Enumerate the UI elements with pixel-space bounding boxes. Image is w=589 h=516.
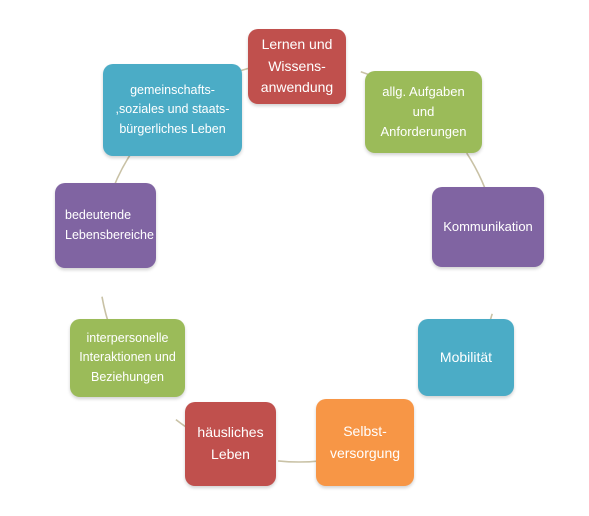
node-haeusliches-leben: häusliches Leben [185,402,276,486]
node-gemeinschafts-soziales-leben: gemeinschafts- ,soziales und staats- bür… [103,64,242,156]
node-lernen-und-wissensanwendung: Lernen und Wissens- anwendung [248,29,346,104]
node-label: bedeutende Lebensbereiche [65,208,154,242]
node-selbstversorgung: Selbst- versorgung [316,399,414,486]
node-label: Kommunikation [443,218,533,234]
node-mobilitaet: Mobilität [418,319,514,396]
node-label: Lernen und Wissens- anwendung [260,35,334,96]
node-label: häusliches Leben [197,424,264,462]
connector-arc [278,460,320,463]
node-bedeutende-lebensbereiche: bedeutende Lebensbereiche [55,183,156,268]
node-interpersonelle-interaktionen: interpersonelle Interaktionen und Bezieh… [70,319,185,397]
node-label: interpersonelle Interaktionen und Bezieh… [79,330,176,384]
node-label: Selbst- versorgung [329,422,401,461]
node-label: Mobilität [439,348,493,365]
node-allg-aufgaben-und-anforderungen: allg. Aufgaben und Anforderungen [365,71,482,153]
node-kommunikation: Kommunikation [432,187,544,267]
node-label: gemeinschafts- ,soziales und staats- bür… [115,82,230,136]
node-label: allg. Aufgaben und Anforderungen [380,83,467,140]
